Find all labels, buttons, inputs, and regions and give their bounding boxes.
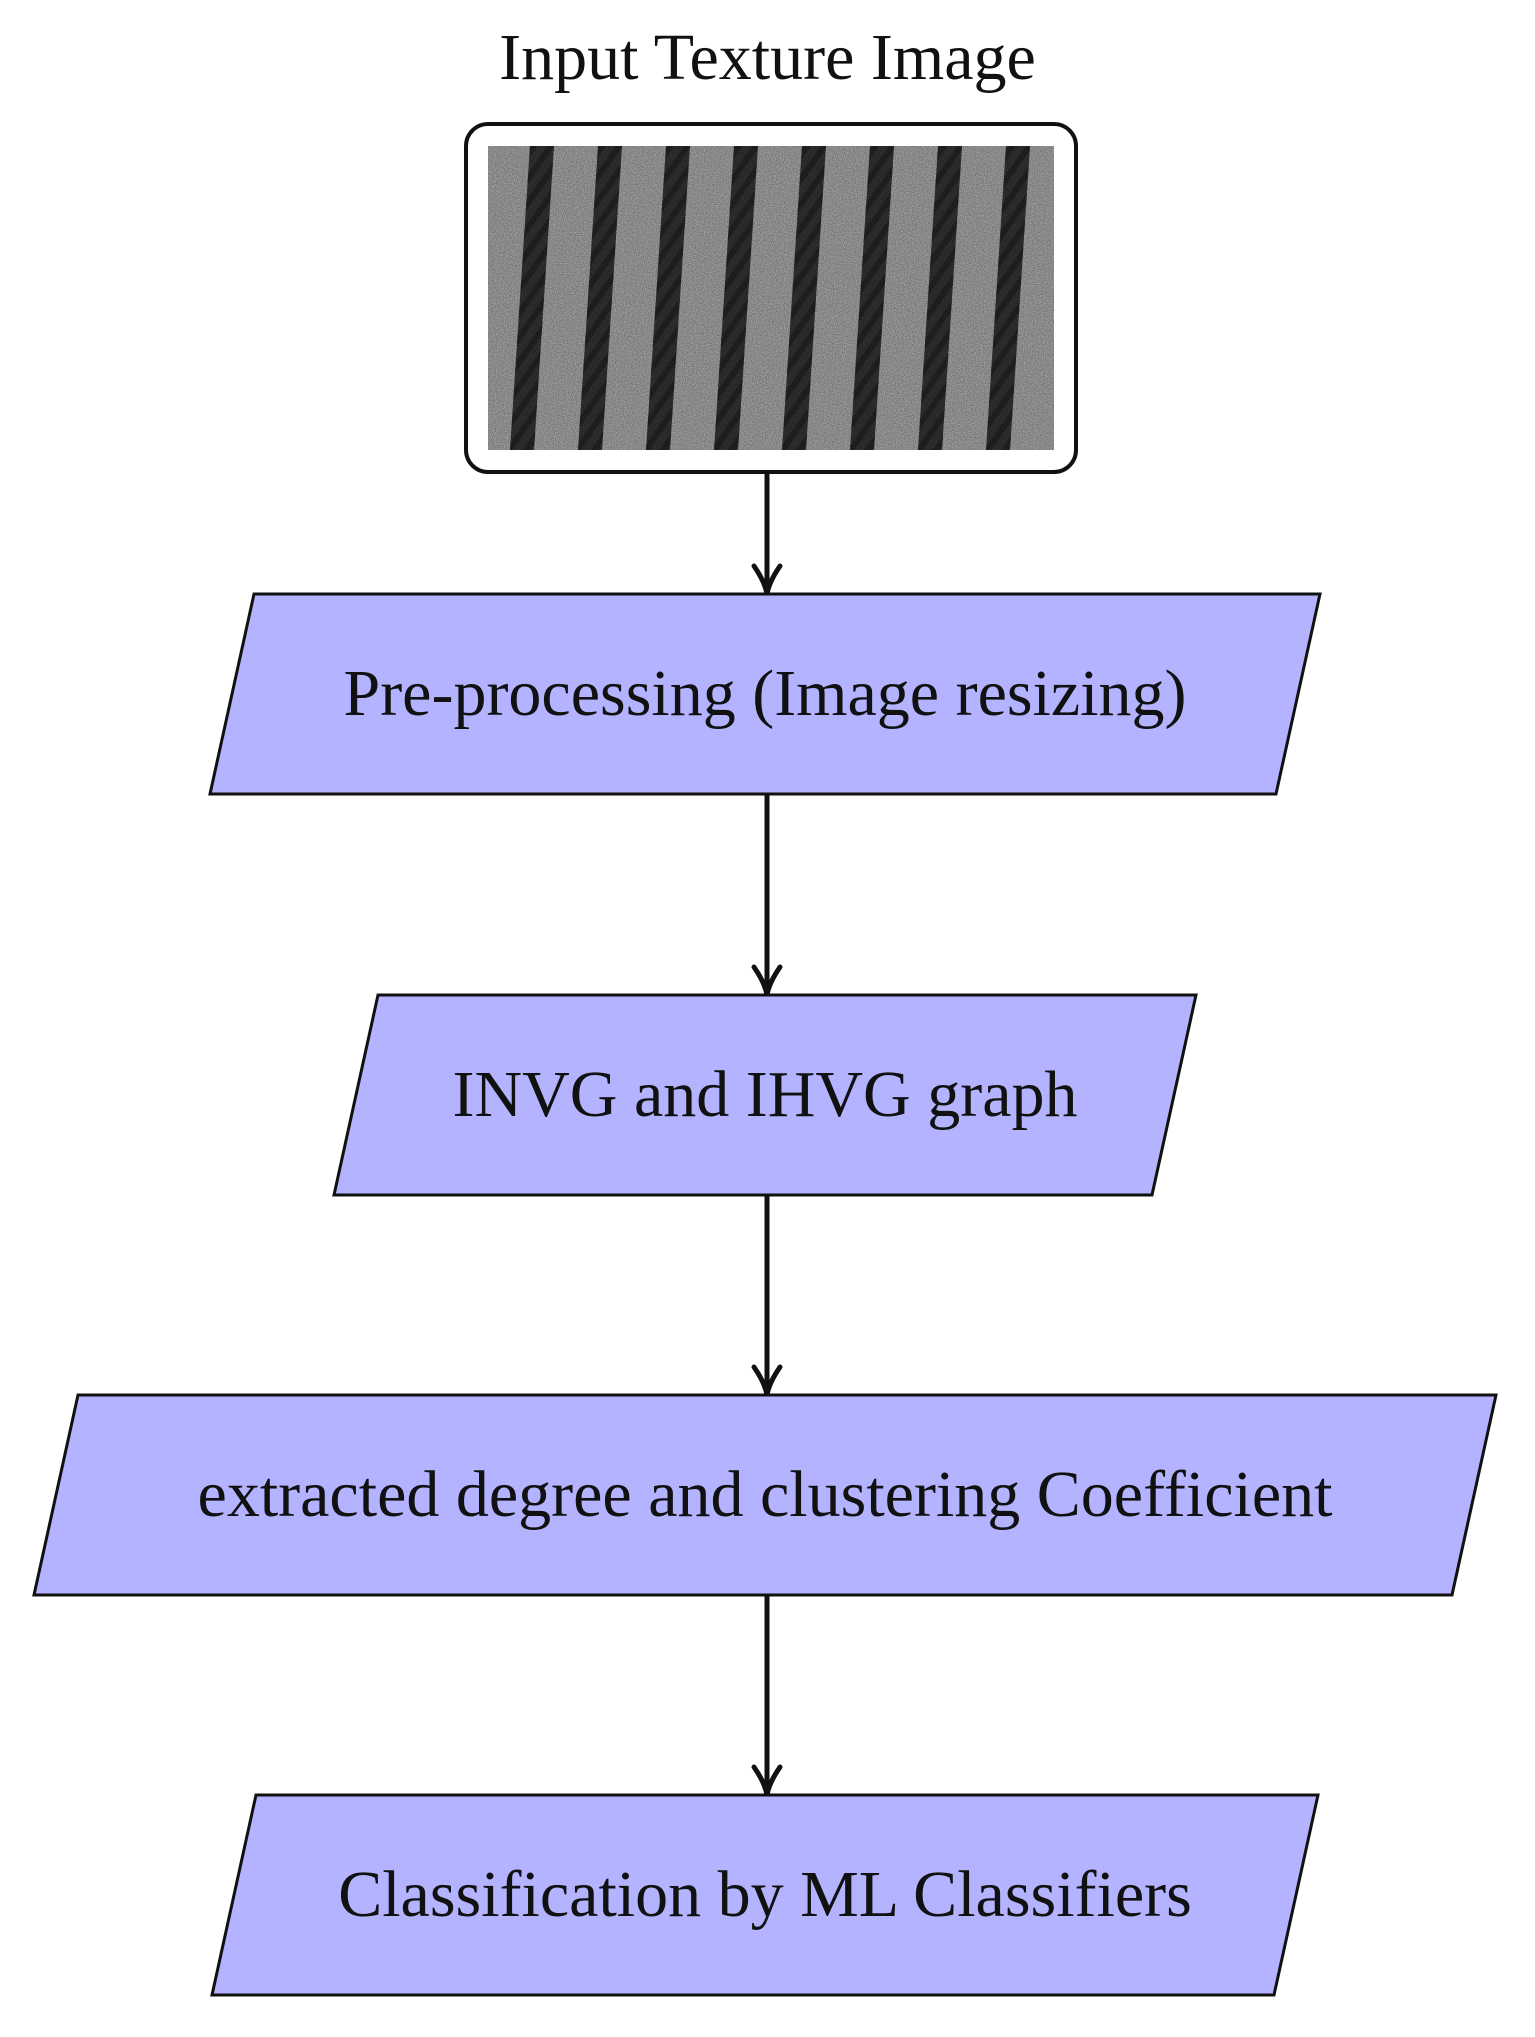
- step-label-features: extracted degree and clustering Coeffici…: [197, 1458, 1333, 1531]
- step-features-shape: [32, 1393, 1498, 1597]
- step-label-preprocessing: Pre-processing (Image resizing): [343, 657, 1187, 730]
- step-classification-shape: [210, 1793, 1320, 1997]
- down-arrow-icon: [751, 794, 783, 996]
- step-label-graph: INVG and IHVG graph: [452, 1058, 1078, 1131]
- down-arrow-icon: [751, 1595, 783, 1796]
- down-arrow-icon: [751, 1195, 783, 1396]
- step-label-classification: Classification by ML Classifiers: [338, 1858, 1192, 1931]
- input-texture-image: [464, 122, 1078, 474]
- step-preprocessing-shape: [208, 592, 1322, 796]
- step-graph-shape: [332, 993, 1198, 1197]
- striped-texture-icon: [488, 146, 1054, 450]
- down-arrow-icon: [751, 472, 783, 595]
- diagram-title: Input Texture Image: [499, 21, 1036, 94]
